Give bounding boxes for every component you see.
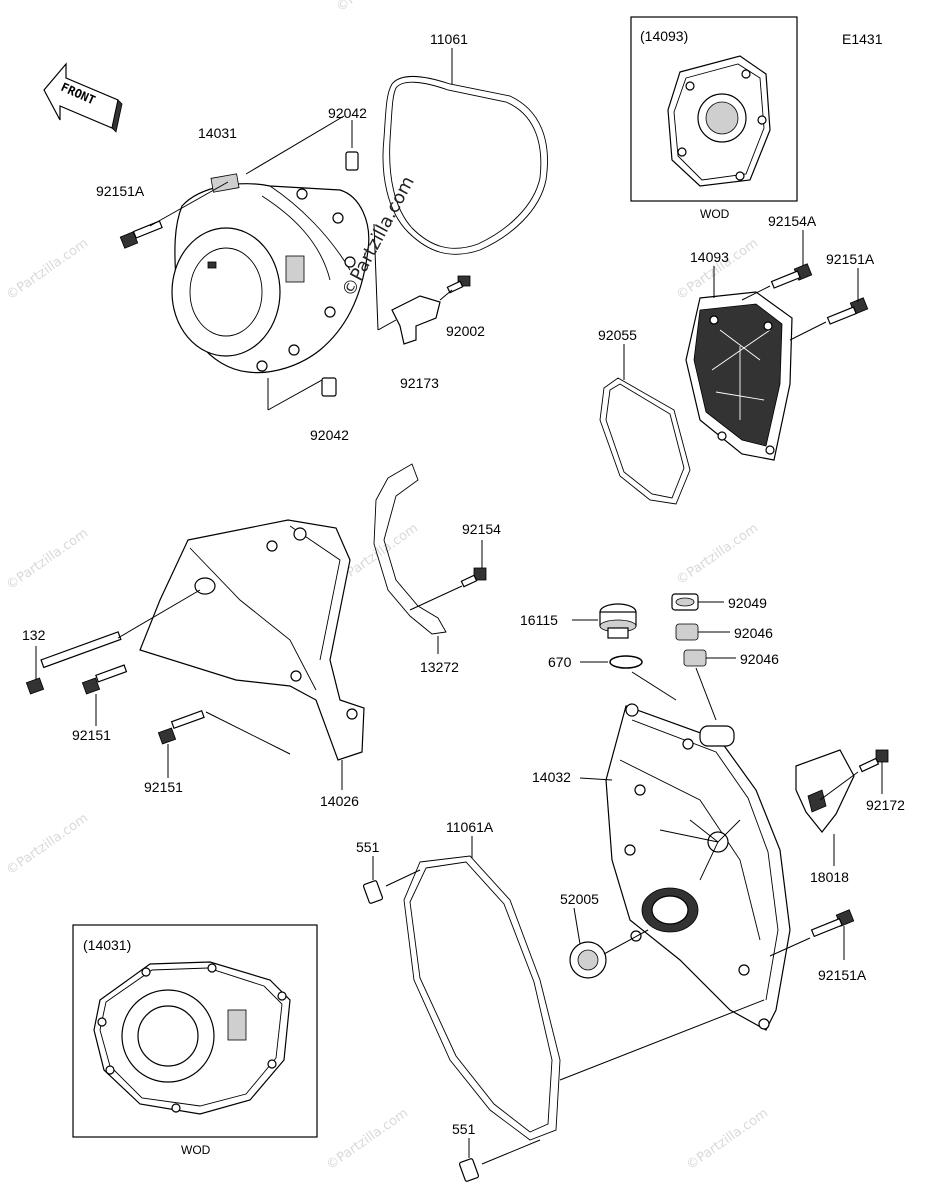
watermark: ©Partzilla.com [324,1106,411,1173]
label-92055: 92055 [598,327,637,343]
bolt-92154 [460,567,487,588]
label-92151A-top: 92151A [96,183,145,199]
gasket-11061 [382,76,548,255]
bolt-132 [25,631,122,695]
bearing-92046-b [683,649,707,667]
dowel-92042-top [345,151,359,171]
label-551-bottom: 551 [452,1121,476,1137]
watermark: ©Partzilla.com [684,1106,771,1173]
bracket-92173 [391,295,441,345]
label-52005: 52005 [560,891,599,907]
bolt-92151A-bottom [810,909,855,938]
generator-cover-14031 [171,173,370,374]
gasket-92055 [599,377,691,505]
diagram-code: E1431 [842,31,883,47]
gasket-11061A [403,855,561,1141]
label-92151-a: 92151 [72,727,111,743]
label-18018: 18018 [810,869,849,885]
label-92042-top: 92042 [328,105,367,121]
seal-52005 [569,941,607,979]
bolt-92151-b [157,709,205,745]
label-11061A: 11061A [446,819,494,835]
bolt-92151A-top [119,220,163,249]
bolt-92002 [446,275,471,294]
label-92042-bottom: 92042 [310,427,349,443]
label-13272: 13272 [420,659,459,675]
label-14032: 14032 [532,769,571,785]
part-labels: 11061 14031 92042 92151A 92002 92173 920… [22,31,905,1137]
label-551-top: 551 [356,839,380,855]
front-arrow-icon: FRONT [43,62,123,133]
bearing-92049 [671,593,699,611]
label-670: 670 [548,654,572,670]
bolt-92172 [858,749,889,773]
bolt-92151A-right [826,297,869,325]
label-92002: 92002 [446,323,485,339]
clutch-cover-14032 [605,703,791,1031]
inset-ref-14031: (14031) [83,937,131,953]
inset-box-14031 [72,924,318,1138]
label-14093: 14093 [690,249,729,265]
label-92172: 92172 [866,797,905,813]
bolt-92151-a [81,664,128,695]
pulser-cover-14093 [685,291,793,461]
label-92173: 92173 [400,375,439,391]
label-92154: 92154 [462,521,501,537]
label-92151A-bottom: 92151A [818,967,867,983]
label-92151A-right: 92151A [826,251,875,267]
label-92046-a: 92046 [734,625,773,641]
label-14026: 14026 [320,793,359,809]
label-92049: 92049 [728,595,767,611]
watermark: ©Partzilla.com [334,0,421,15]
label-11061: 11061 [430,31,468,47]
inset-note-wod-top: WOD [700,207,730,221]
watermark: ©Partzilla.com [4,236,91,303]
bolt-92154A [770,263,813,289]
watermark: ©Partzilla.com [4,526,91,593]
gasket-13272 [373,463,447,635]
watermark: ©Partzilla.com [4,811,91,878]
label-92154A: 92154A [768,213,817,229]
cover-18018 [795,749,855,833]
label-132: 132 [22,627,46,643]
sprocket-cover-14026 [139,519,365,761]
inset-note-wod-bottom: WOD [181,1143,211,1157]
inset-box-14093 [630,16,798,202]
pulser-cover-inset [667,55,771,187]
label-14031: 14031 [198,125,237,141]
label-92151-b: 92151 [144,779,183,795]
o-ring-670 [609,655,643,669]
inset-ref-14093: (14093) [640,28,688,44]
label-92046-b: 92046 [740,651,779,667]
filler-cap-16115 [599,603,637,639]
bearing-92046-a [675,623,699,641]
dowel-92042-bottom [321,377,337,397]
dowel-551-top [362,880,384,904]
generator-cover-inset [93,961,291,1115]
label-16115: 16115 [520,612,558,628]
dowel-551-bottom [458,1158,480,1182]
watermark: ©Partzilla.com [674,521,761,588]
